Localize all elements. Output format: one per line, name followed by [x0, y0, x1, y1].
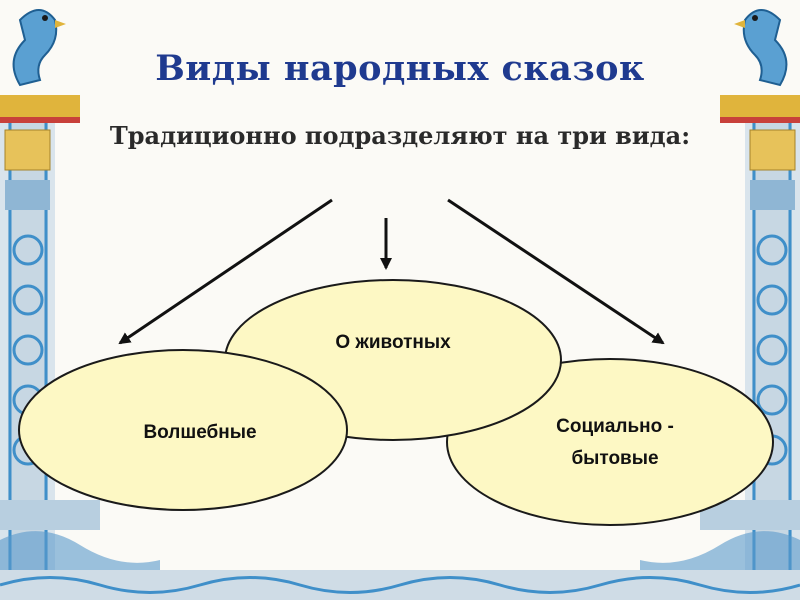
type-animals-label: О животных	[335, 332, 451, 353]
arrow-left	[118, 198, 333, 345]
type-magic: Волшебные	[18, 349, 348, 511]
left-border-ornament	[0, 95, 160, 600]
arrow-right	[447, 198, 665, 345]
type-social-everyday-label-line1: Социально -	[556, 416, 674, 437]
type-social-everyday-label-line2: бытовые	[571, 448, 658, 469]
subtitle: Традиционно подразделяют на три вида:	[109, 121, 691, 150]
left-swan-ornament	[12, 9, 66, 87]
slide-title: Виды народных сказок	[155, 48, 645, 89]
right-swan-ornament	[734, 9, 788, 87]
bottom-border-ornament	[0, 570, 800, 600]
type-magic-label: Волшебные	[143, 422, 256, 443]
